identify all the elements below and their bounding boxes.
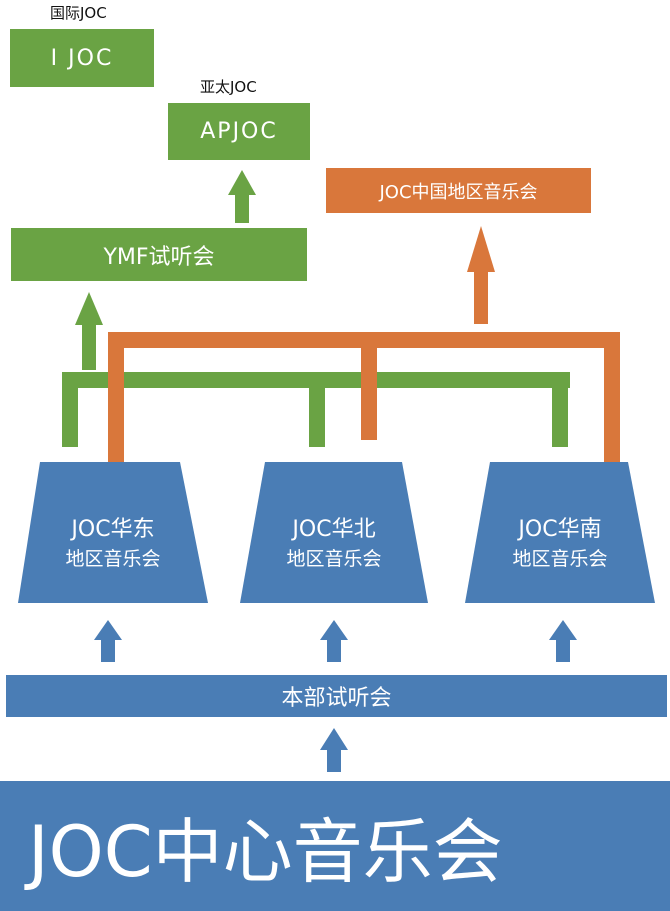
- ymf-to-apjoc-arrow: [228, 170, 256, 223]
- ijoc-caption: 国际JOC: [50, 4, 107, 22]
- region-south-name: JOC华南: [518, 517, 602, 542]
- region-south-shape: [465, 462, 655, 603]
- region-north: JOC华北 地区音乐会: [240, 515, 428, 573]
- region-south-sub: 地区音乐会: [512, 548, 608, 570]
- region-east-sub: 地区音乐会: [65, 548, 161, 570]
- region-east: JOC华东 地区音乐会: [18, 515, 208, 573]
- ijoc-box: I JOC: [10, 29, 154, 87]
- joc-china-concert-box: JOC中国地区音乐会: [326, 168, 591, 213]
- region-east-name: JOC华东: [71, 517, 155, 542]
- headquarters-audition-box: 本部试听会: [6, 675, 667, 717]
- apjoc-caption: 亚太JOC: [200, 78, 257, 96]
- blue-up-arrows: [94, 620, 577, 772]
- region-north-name: JOC华北: [292, 517, 376, 542]
- region-south: JOC华南 地区音乐会: [465, 515, 655, 573]
- orange-bus-connector: [108, 226, 620, 462]
- ymf-audition-box: YMF试听会: [11, 228, 307, 281]
- region-east-shape: [18, 462, 208, 603]
- joc-center-concert-box: JOC中心音乐会: [0, 781, 670, 911]
- green-bus-connector: [62, 292, 570, 447]
- region-north-sub: 地区音乐会: [286, 548, 382, 570]
- region-north-shape: [240, 462, 428, 603]
- apjoc-box: APJOC: [168, 103, 310, 160]
